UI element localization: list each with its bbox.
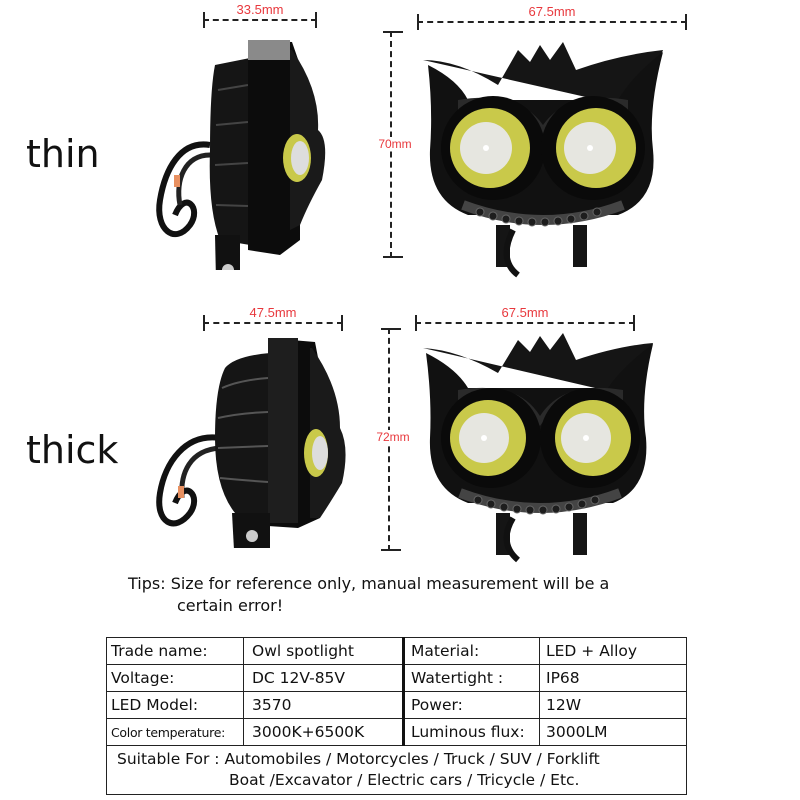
depth-dimension-thin: 33.5mm: [203, 2, 317, 28]
suitable-for-line-1: Suitable For : Automobiles / Motorcycles…: [117, 750, 600, 768]
spec-value-trade-name: Owl spotlight: [243, 637, 404, 665]
height-dimension-thick: 72mm: [373, 328, 413, 551]
lamp-front-view-thick: [418, 328, 668, 568]
depth-dimension-thin-value: 33.5mm: [235, 2, 285, 17]
tips-line-2: certain error!: [177, 596, 284, 615]
width-dimension-thin-value: 67.5mm: [527, 4, 577, 19]
width-dimension-thin: 67.5mm: [417, 4, 687, 30]
width-dimension-thick: 67.5mm: [415, 305, 635, 331]
spec-row-suitable: Suitable For : Automobiles / Motorcycles…: [106, 745, 687, 795]
spec-label-led-model: LED Model:: [106, 691, 244, 719]
spec-value-watertight: IP68: [539, 664, 687, 692]
spec-row: Voltage: DC 12V-85V Watertight : IP68: [106, 664, 687, 692]
spec-row: LED Model: 3570 Power: 12W: [106, 691, 687, 719]
spec-value-color-temperature: 3000K+6500K: [243, 718, 404, 746]
spec-value-power: 12W: [539, 691, 687, 719]
height-dimension-thin-value: 70mm: [375, 137, 415, 151]
suitable-for-cell: Suitable For : Automobiles / Motorcycles…: [106, 745, 687, 795]
spec-table: Trade name: Owl spotlight Material: LED …: [106, 637, 687, 795]
variant-label-thin: thin: [26, 132, 100, 176]
spec-row: Color temperature: 3000K+6500K Luminous …: [106, 718, 687, 746]
suitable-for-line-2: Boat /Excavator / Electric cars / Tricyc…: [229, 771, 580, 789]
width-dimension-thick-value: 67.5mm: [500, 305, 550, 320]
spec-value-led-model: 3570: [243, 691, 404, 719]
spec-value-material: LED + Alloy: [539, 637, 687, 665]
spec-label-watertight: Watertight :: [402, 664, 540, 692]
height-dimension-thick-value: 72mm: [373, 430, 413, 444]
spec-label-voltage: Voltage:: [106, 664, 244, 692]
height-dimension-thin: 70mm: [375, 31, 415, 258]
spec-label-trade-name: Trade name:: [106, 637, 244, 665]
depth-dimension-thick: 47.5mm: [203, 305, 343, 331]
spec-label-material: Material:: [402, 637, 540, 665]
tips-note: Tips: Size for reference only, manual me…: [128, 573, 609, 617]
lamp-side-view-thick: [140, 328, 360, 548]
variant-label-thick: thick: [26, 428, 119, 472]
tips-line-1: Tips: Size for reference only, manual me…: [128, 574, 610, 593]
spec-value-voltage: DC 12V-85V: [243, 664, 404, 692]
lamp-front-view-thin: [418, 30, 668, 280]
spec-row: Trade name: Owl spotlight Material: LED …: [106, 637, 687, 665]
spec-label-color-temperature: Color temperature:: [106, 718, 244, 746]
depth-dimension-thick-value: 47.5mm: [248, 305, 298, 320]
lamp-side-view-thin: [140, 30, 340, 270]
spec-value-luminous-flux: 3000LM: [539, 718, 687, 746]
spec-label-power: Power:: [402, 691, 540, 719]
spec-label-luminous-flux: Luminous flux:: [402, 718, 540, 746]
